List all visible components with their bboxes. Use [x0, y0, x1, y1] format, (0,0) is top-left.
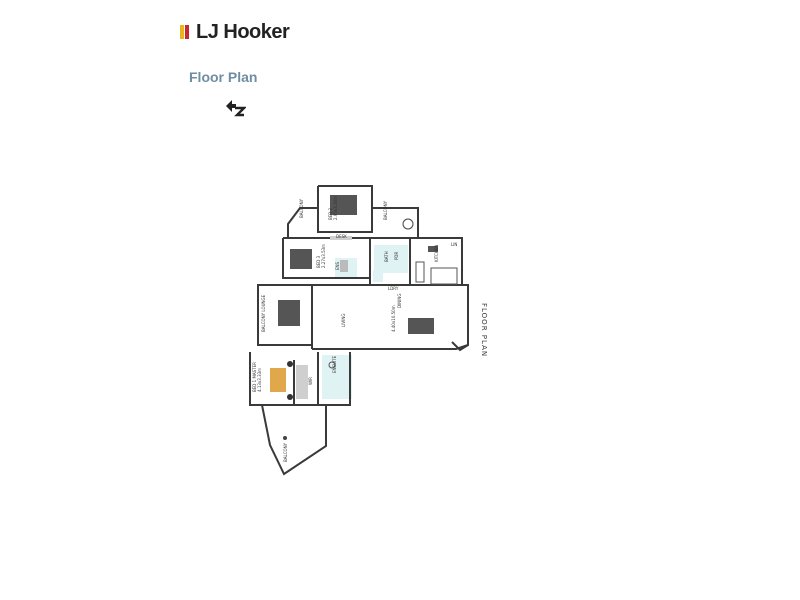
brand-name: LJ Hooker	[196, 20, 290, 43]
brand-logo: LJ Hooker	[180, 20, 290, 44]
ens-label: ENS	[335, 261, 340, 270]
bath-label: BATH	[384, 251, 389, 262]
bed1-label: BED 1 MASTER	[252, 362, 257, 392]
balcony-3-label: BALCONY	[283, 442, 288, 462]
wir-label: WIR	[308, 377, 313, 385]
lin-label: LIN	[451, 242, 457, 247]
lounge-sofa	[278, 300, 300, 326]
page-title: Floor Plan	[189, 69, 258, 85]
bed1-size: 4.13x3.33m	[257, 368, 262, 392]
living-label: LIVING	[341, 314, 346, 327]
logo-mark-icon	[180, 25, 189, 39]
dining-table	[408, 318, 434, 334]
bed3-size: 2.27x3.53m	[321, 244, 326, 268]
balcony-lounge-label: BALCONY LOUNGE	[261, 294, 266, 332]
balcony-1-label: BALCONY	[299, 198, 304, 218]
kitchen-label: KITCHEN	[434, 245, 439, 262]
north-arrow-icon	[226, 100, 246, 117]
bed2-label: BED 2	[328, 207, 333, 220]
bed-3	[290, 249, 312, 269]
bed3-label: BED 3	[316, 255, 321, 268]
balcony-2-label: BALCONY	[383, 200, 388, 220]
ldry-label: LDRY	[388, 286, 399, 291]
main-size: 4.40x10.50m	[391, 305, 396, 332]
bed-2	[330, 195, 357, 215]
ensuite-label: ENSUITE	[332, 355, 337, 373]
floor-label: FLOOR PLAN	[480, 303, 488, 358]
dining-label: DINING	[397, 293, 402, 308]
bed2-size: 2.95x3.30m	[333, 196, 338, 220]
desk-label: DESK	[336, 234, 347, 239]
pdr-label: PDR	[394, 252, 399, 260]
bed-1	[270, 368, 286, 392]
